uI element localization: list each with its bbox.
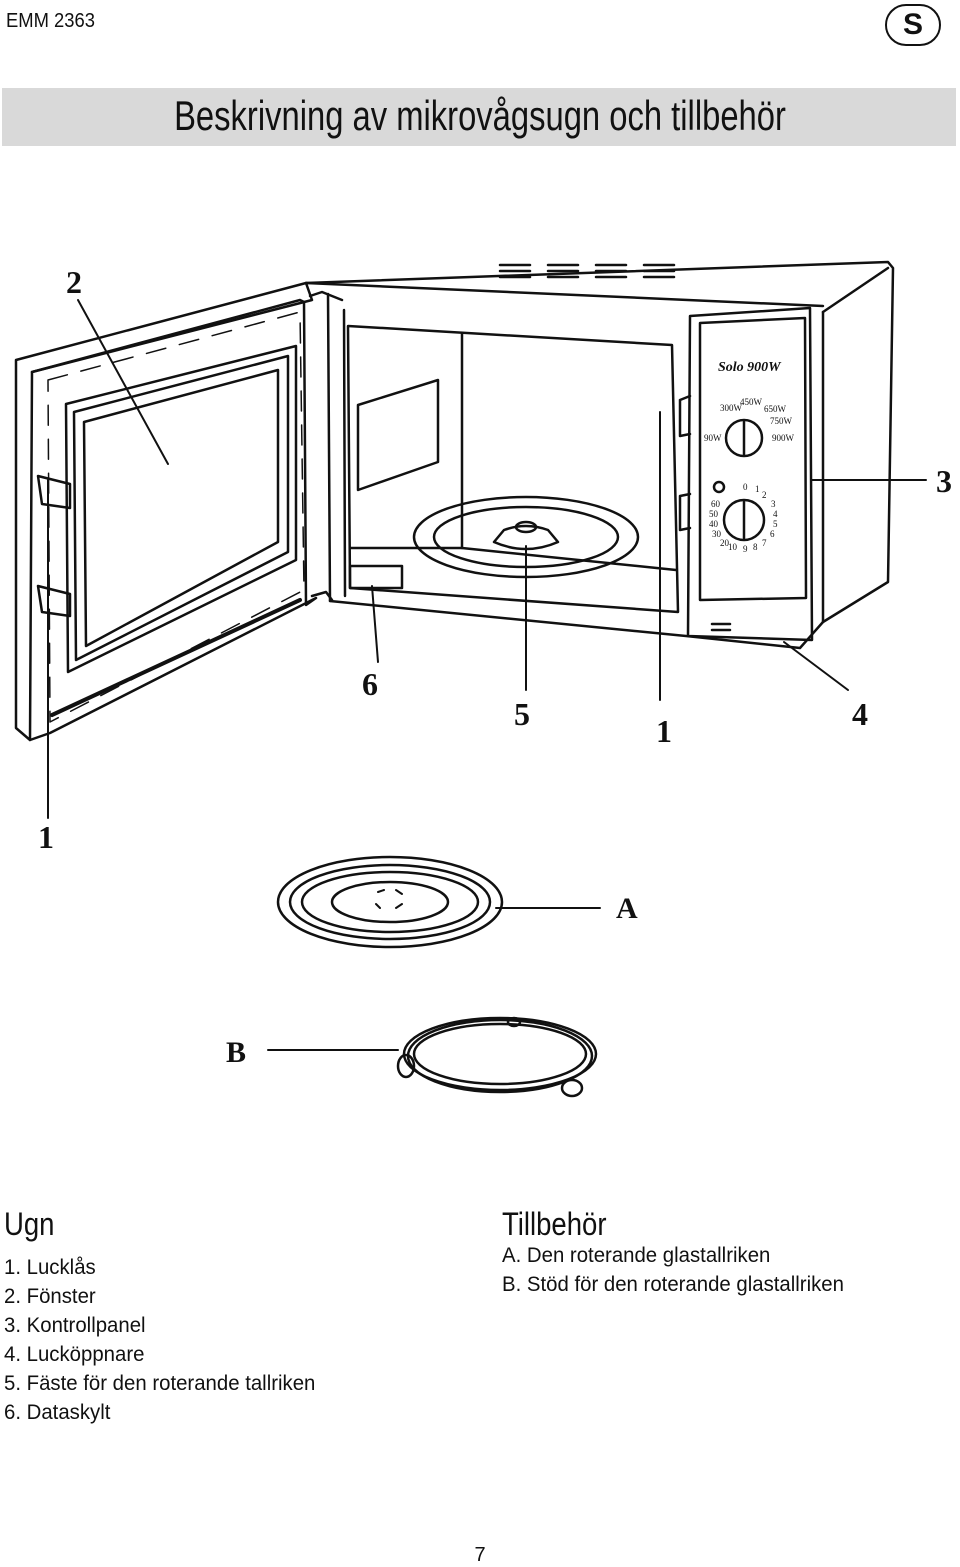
page-title: Beskrivning av mikrovågsugn och tillbehö…: [174, 92, 786, 139]
timer-40: 40: [709, 519, 719, 529]
callout-door-opener: 4: [852, 696, 868, 732]
timer-5: 5: [773, 519, 778, 529]
timer-20: 20: [720, 538, 730, 548]
timer-60: 60: [711, 499, 721, 509]
accessories-section: Tillbehör A. Den roterande glastallriken…: [502, 1206, 855, 1299]
list-item: 4. Lucköppnare: [4, 1343, 145, 1366]
list-item: A. Den roterande glastallriken: [502, 1244, 771, 1267]
list-item: 2. Fönster: [4, 1285, 96, 1308]
list-item: 6. Dataskylt: [4, 1401, 111, 1424]
timer-50: 50: [709, 509, 719, 519]
callout-door-latch-hook: 1: [38, 819, 54, 855]
leader-lines: [47, 299, 927, 819]
list-item: 5. Fäste för den roterande tallriken: [4, 1372, 316, 1395]
callout-control-panel: 3: [936, 463, 952, 499]
oven-parts-list: 1. Lucklås 2. Fönster 3. Kontrollpanel 4…: [4, 1253, 325, 1427]
timer-8: 8: [753, 542, 758, 552]
timer-1: 1: [755, 484, 760, 494]
accessory-label-b: B: [226, 1036, 246, 1069]
callout-door-latch: 1: [656, 713, 672, 749]
callout-window: 2: [66, 264, 82, 300]
power-90w: 90W: [704, 433, 722, 443]
oven-heading: Ugn: [4, 1206, 55, 1242]
cabinet-body: [304, 260, 895, 650]
accessory-label-a: A: [616, 892, 638, 925]
control-panel: [678, 306, 814, 642]
accessories-heading: Tillbehör: [502, 1206, 607, 1242]
timer-7: 7: [762, 538, 767, 548]
timer-3: 3: [771, 499, 776, 509]
turntable-support-drawing: [267, 1016, 598, 1098]
callout-turntable-coupler: 5: [514, 696, 530, 732]
power-300w: 300W: [720, 403, 743, 413]
brand-label: Solo 900W: [718, 360, 782, 375]
microwave-diagram: Solo 900W 300W 450W 650W 750W 90W 900W 0…: [14, 260, 952, 1098]
oven-cavity: [346, 324, 680, 614]
glass-turntable-drawing: [276, 855, 601, 949]
timer-0: 0: [743, 482, 748, 492]
page-number: 7: [474, 1544, 486, 1566]
title-band: [2, 88, 956, 146]
timer-4: 4: [773, 509, 778, 519]
power-900w: 900W: [772, 433, 795, 443]
list-item: 3. Kontrollpanel: [4, 1314, 146, 1337]
power-450w: 450W: [740, 397, 763, 407]
language-badge: S: [885, 4, 941, 46]
data-plate-shape: [348, 564, 404, 590]
accessories-list: A. Den roterande glastallriken B. Stöd f…: [502, 1241, 855, 1299]
timer-6: 6: [770, 529, 775, 539]
timer-30: 30: [712, 529, 722, 539]
callout-data-plate: 6: [362, 666, 378, 702]
list-item: 1. Lucklås: [4, 1256, 96, 1279]
oven-door: [14, 281, 344, 742]
timer-2: 2: [762, 490, 767, 500]
power-650w: 650W: [764, 404, 787, 414]
timer-10: 10: [728, 542, 738, 552]
power-750w: 750W: [770, 416, 793, 426]
model-number: EMM 2363: [6, 10, 95, 32]
timer-9: 9: [743, 544, 748, 554]
list-item: B. Stöd för den roterande glastallriken: [502, 1273, 844, 1296]
oven-parts-section: Ugn 1. Lucklås 2. Fönster 3. Kontrollpan…: [4, 1206, 325, 1427]
